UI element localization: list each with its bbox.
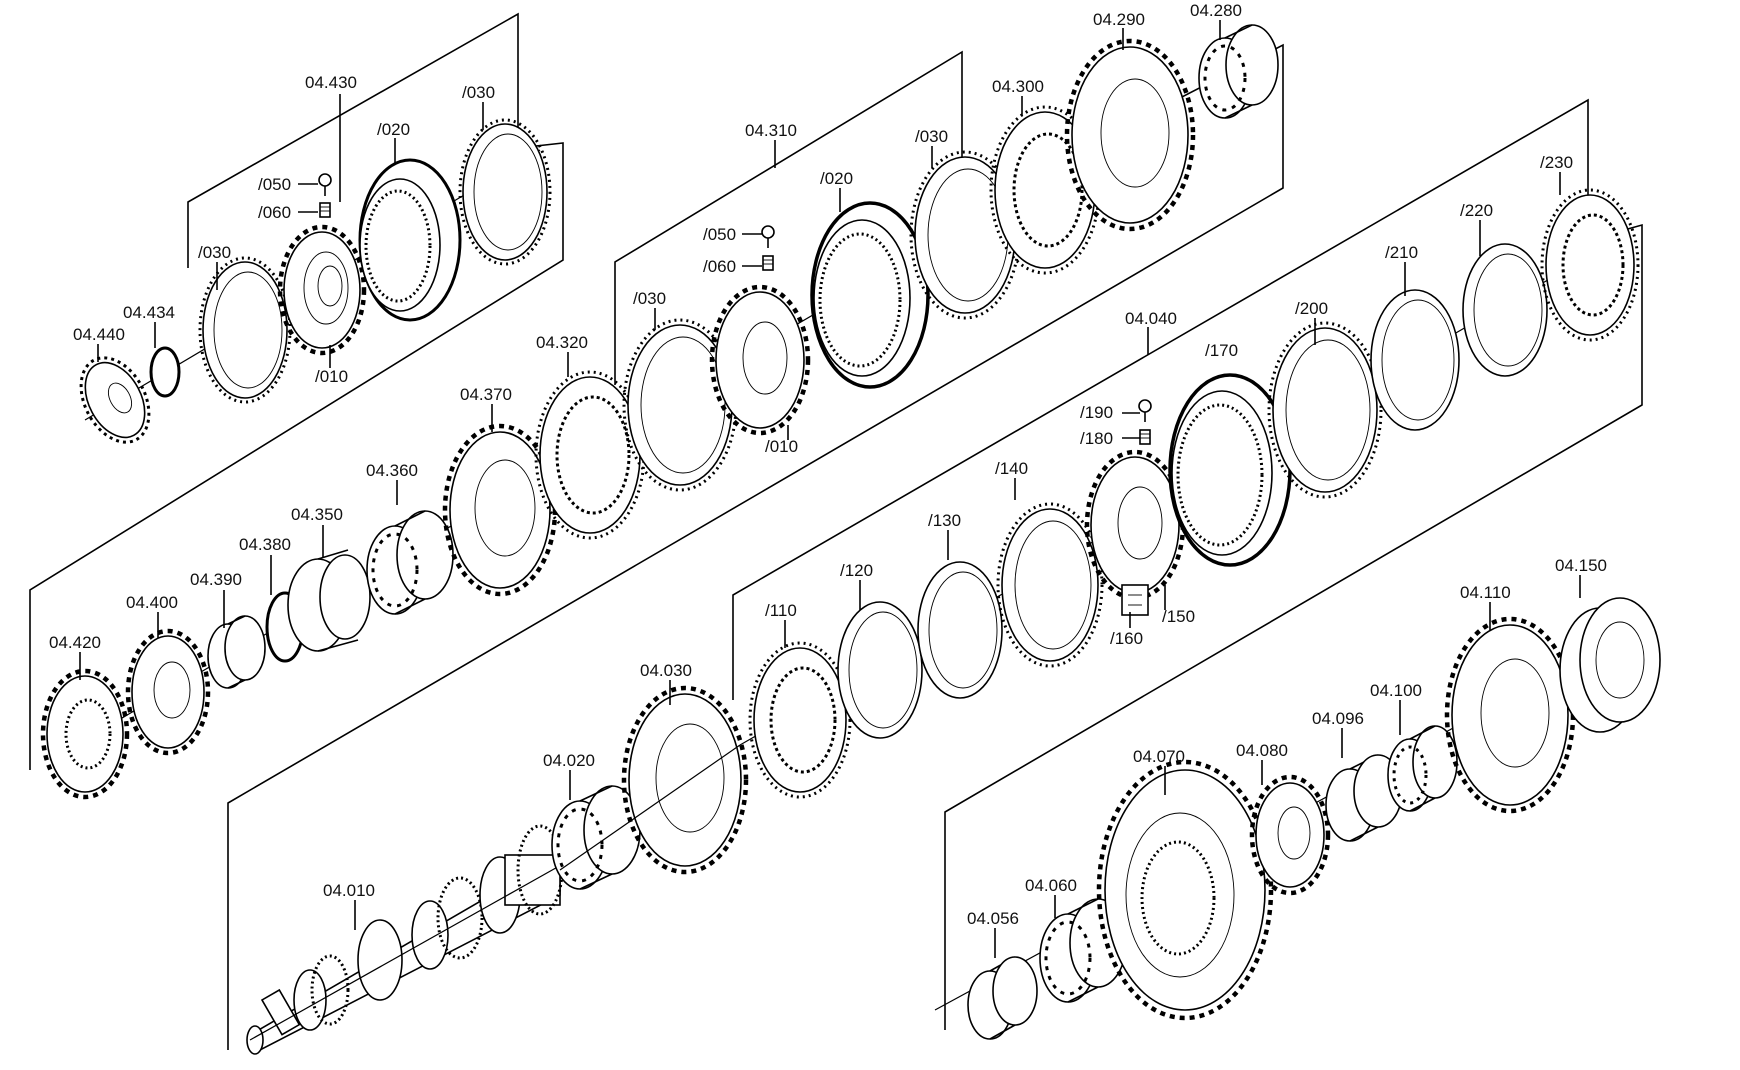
part-170-sliding-sleeve (1168, 373, 1292, 567)
part-230-clutch-body (1540, 188, 1640, 342)
part-04-320-clutch-body (534, 370, 646, 540)
label-04-420: 04.420 (49, 633, 101, 652)
label-04-100: 04.100 (1370, 681, 1422, 700)
label-120: /120 (840, 561, 873, 580)
part-04-400-gear (125, 628, 211, 756)
label-04-080: 04.080 (1236, 741, 1288, 760)
part-030-sync-ring-row1-left (198, 256, 292, 404)
label-180: /180 (1080, 429, 1113, 448)
label-04-300: 04.300 (992, 77, 1044, 96)
label-04-390: 04.390 (190, 570, 242, 589)
label-04-096: 04.096 (1312, 709, 1364, 728)
label-04-430: 04.430 (305, 73, 357, 92)
part-010-sync-hub-row1 (277, 224, 367, 356)
part-04-110-gear (1444, 616, 1576, 814)
part-050-060-detent-row2 (761, 225, 775, 271)
part-160-detent-block (1121, 584, 1149, 616)
part-200-sync-ring (1267, 321, 1383, 499)
part-220-outer-ring (1462, 243, 1548, 377)
label-04-370: 04.370 (460, 385, 512, 404)
label-020-row1: /020 (377, 120, 410, 139)
axis-row-3-lower (559, 744, 741, 871)
label-04-290: 04.290 (1093, 10, 1145, 29)
part-04-420-gear (40, 668, 130, 800)
label-060-row2: /060 (703, 257, 736, 276)
part-130-intermediate-ring (917, 561, 1003, 699)
group-frame-04-430 (29, 12, 564, 770)
part-04-440-bevel-gear (79, 356, 151, 444)
label-170: /170 (1205, 341, 1238, 360)
label-04-020: 04.020 (543, 751, 595, 770)
label-030-row1-right: /030 (462, 83, 495, 102)
part-04-290-gear (1064, 38, 1196, 232)
part-04-080-gear (1249, 774, 1331, 896)
part-050-060-detent-row1 (318, 173, 332, 218)
label-140: /140 (995, 459, 1028, 478)
label-030-row2-right: /030 (915, 127, 948, 146)
label-04-360: 04.360 (366, 461, 418, 480)
part-210-intermediate-ring (1370, 289, 1460, 431)
part-04-370-gear (442, 423, 558, 597)
label-04-030: 04.030 (640, 661, 692, 680)
label-060-row1: /060 (258, 203, 291, 222)
part-04-350-spacer (287, 549, 371, 652)
label-04-056: 04.056 (967, 909, 1019, 928)
label-04-060: 04.060 (1025, 876, 1077, 895)
label-04-434: 04.434 (123, 303, 175, 322)
label-04-040: 04.040 (1125, 309, 1177, 328)
part-04-150-bearing (1559, 597, 1661, 733)
label-110: /110 (765, 601, 797, 620)
part-04-100-needle-bearing (1387, 725, 1458, 812)
part-120-outer-cone (837, 601, 923, 739)
label-230: /230 (1540, 153, 1573, 172)
label-04-440: 04.440 (73, 325, 125, 344)
part-04-434-snap-ring (149, 346, 181, 398)
label-030-row1-left: /030 (198, 243, 231, 262)
part-labels: 04.430 /030 /020 /050 /060 /030 04.434 0… (49, 1, 1607, 928)
part-030-sync-ring-row1-right (458, 118, 552, 266)
label-04-150: 04.150 (1555, 556, 1607, 575)
part-110-clutch-body (748, 641, 852, 799)
label-04-400: 04.400 (126, 593, 178, 612)
part-010-sync-hub-row2 (709, 284, 811, 436)
part-140-sync-ring (996, 502, 1104, 668)
label-010-row2: /010 (765, 437, 798, 456)
part-04-390-needle-bearing (207, 615, 266, 689)
label-010-row1: /010 (315, 367, 348, 386)
label-130: /130 (928, 511, 961, 530)
label-04-320: 04.320 (536, 333, 588, 352)
part-020-sliding-sleeve-row2 (810, 201, 930, 389)
part-04-056-sleeve (967, 956, 1038, 1040)
label-160: /160 (1110, 629, 1143, 648)
part-04-010-main-shaft (246, 824, 571, 1055)
part-04-060-needle-bearing (1039, 898, 1127, 1003)
label-050-row2: /050 (703, 225, 736, 244)
label-04-010: 04.010 (323, 881, 375, 900)
part-04-360-needle-bearing (366, 510, 454, 615)
label-190: /190 (1080, 403, 1113, 422)
label-200: /200 (1295, 299, 1328, 318)
label-150: /150 (1162, 607, 1195, 626)
label-04-350: 04.350 (291, 505, 343, 524)
label-04-380: 04.380 (239, 535, 291, 554)
part-04-030-gear (621, 685, 749, 875)
label-04-280: 04.280 (1190, 1, 1242, 20)
part-020-sliding-sleeve-row1 (358, 158, 462, 322)
part-04-280-needle-bearing (1198, 24, 1279, 119)
label-030-row2-left: /030 (633, 289, 666, 308)
label-050-row1: /050 (258, 175, 291, 194)
label-04-110: 04.110 (1460, 583, 1511, 602)
part-190-180-detent (1138, 399, 1152, 445)
leader-lines (79, 20, 1581, 958)
label-210: /210 (1385, 243, 1418, 262)
label-04-070: 04.070 (1133, 747, 1185, 766)
part-04-070-gear (1096, 759, 1274, 1021)
label-220: /220 (1460, 201, 1493, 220)
label-020-row2: /020 (820, 169, 853, 188)
label-04-310: 04.310 (745, 121, 797, 140)
